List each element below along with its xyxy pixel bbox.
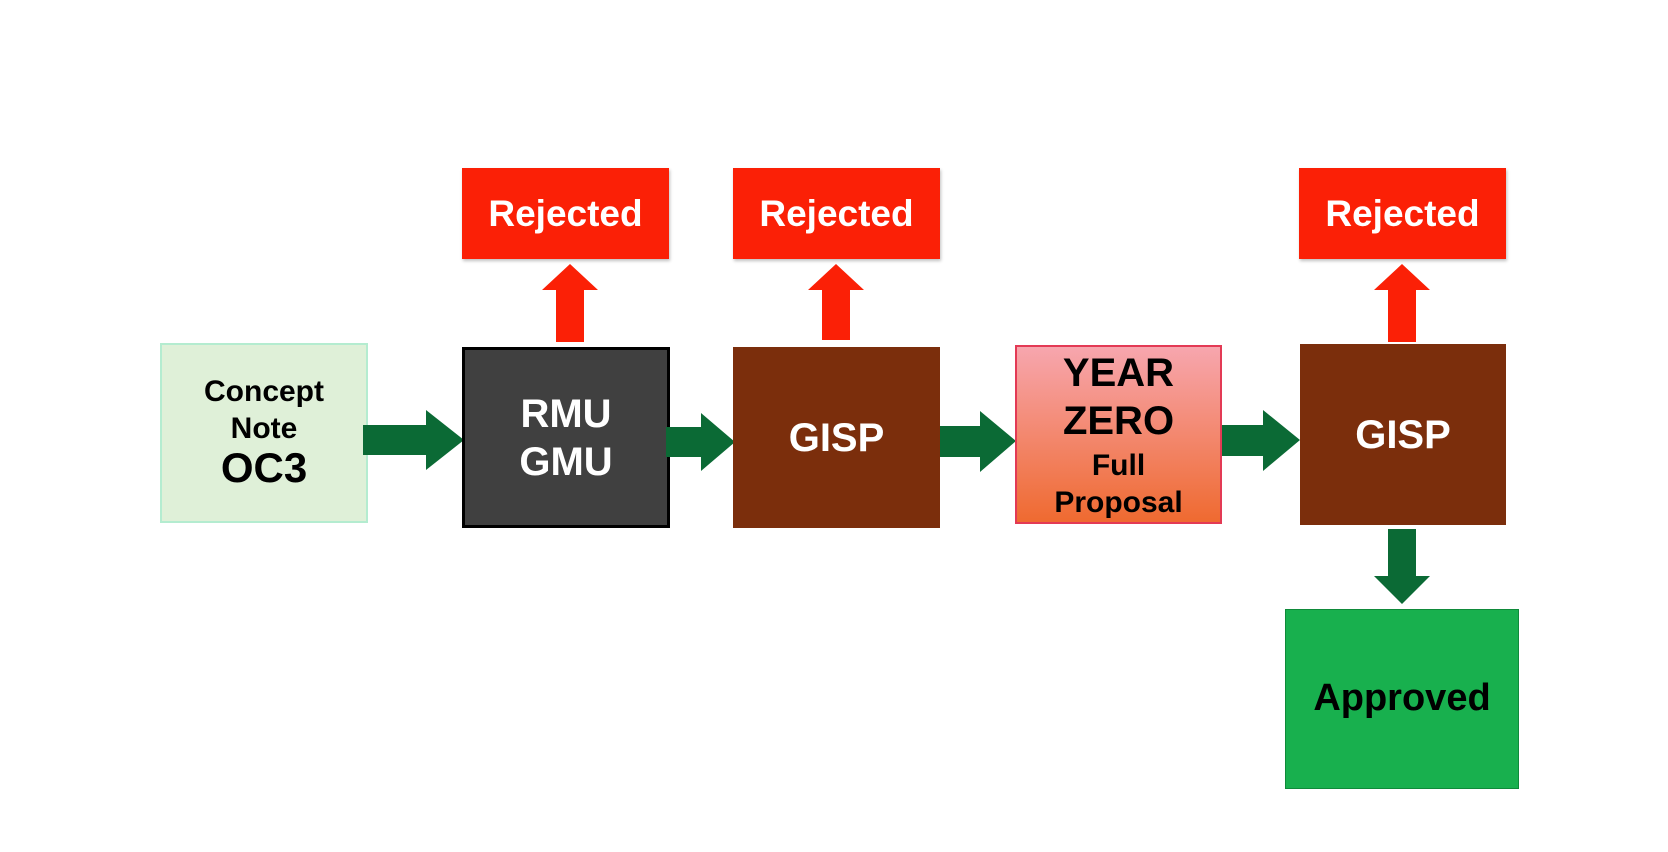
- gmu-label: GMU: [519, 439, 613, 484]
- approved-box: Approved: [1285, 609, 1519, 789]
- concept-label: Concept: [204, 374, 324, 408]
- rmu-gmu-box: RMU GMU: [462, 347, 670, 528]
- oc3-label: OC3: [220, 443, 308, 491]
- full-label: Full: [1091, 448, 1146, 482]
- zero-label: ZERO: [1062, 398, 1175, 443]
- right-arrow-4: [1222, 410, 1300, 471]
- rmu-label: RMU: [520, 391, 612, 436]
- gisp-label: GISP: [788, 415, 885, 460]
- gisp-box-1: GISP: [733, 347, 940, 528]
- right-arrow-1: [363, 410, 464, 470]
- rejected-box-gisp-1: Rejected: [733, 168, 940, 259]
- up-arrow-gisp-2: [1374, 264, 1430, 342]
- note-label: Note: [230, 411, 298, 445]
- up-arrow-rmu: [542, 264, 598, 342]
- right-arrow-2: [666, 413, 735, 471]
- rejected-label: Rejected: [759, 192, 914, 234]
- proposal-label: Proposal: [1054, 485, 1183, 519]
- right-arrow-3: [940, 411, 1016, 472]
- gisp-box-2: GISP: [1300, 344, 1506, 525]
- concept-note-box: Concept Note OC3: [160, 343, 368, 523]
- rejected-box-rmu: Rejected: [462, 168, 669, 259]
- year-zero-box: YEAR ZERO Full Proposal: [1015, 345, 1222, 524]
- down-arrow: [1374, 529, 1430, 604]
- year-label: YEAR: [1062, 350, 1175, 395]
- rejected-label: Rejected: [1325, 192, 1480, 234]
- approved-label: Approved: [1313, 677, 1491, 720]
- rejected-box-gisp-2: Rejected: [1299, 168, 1506, 259]
- rejected-label: Rejected: [488, 192, 643, 234]
- gisp-label: GISP: [1355, 412, 1451, 457]
- up-arrow-gisp-1: [808, 264, 864, 340]
